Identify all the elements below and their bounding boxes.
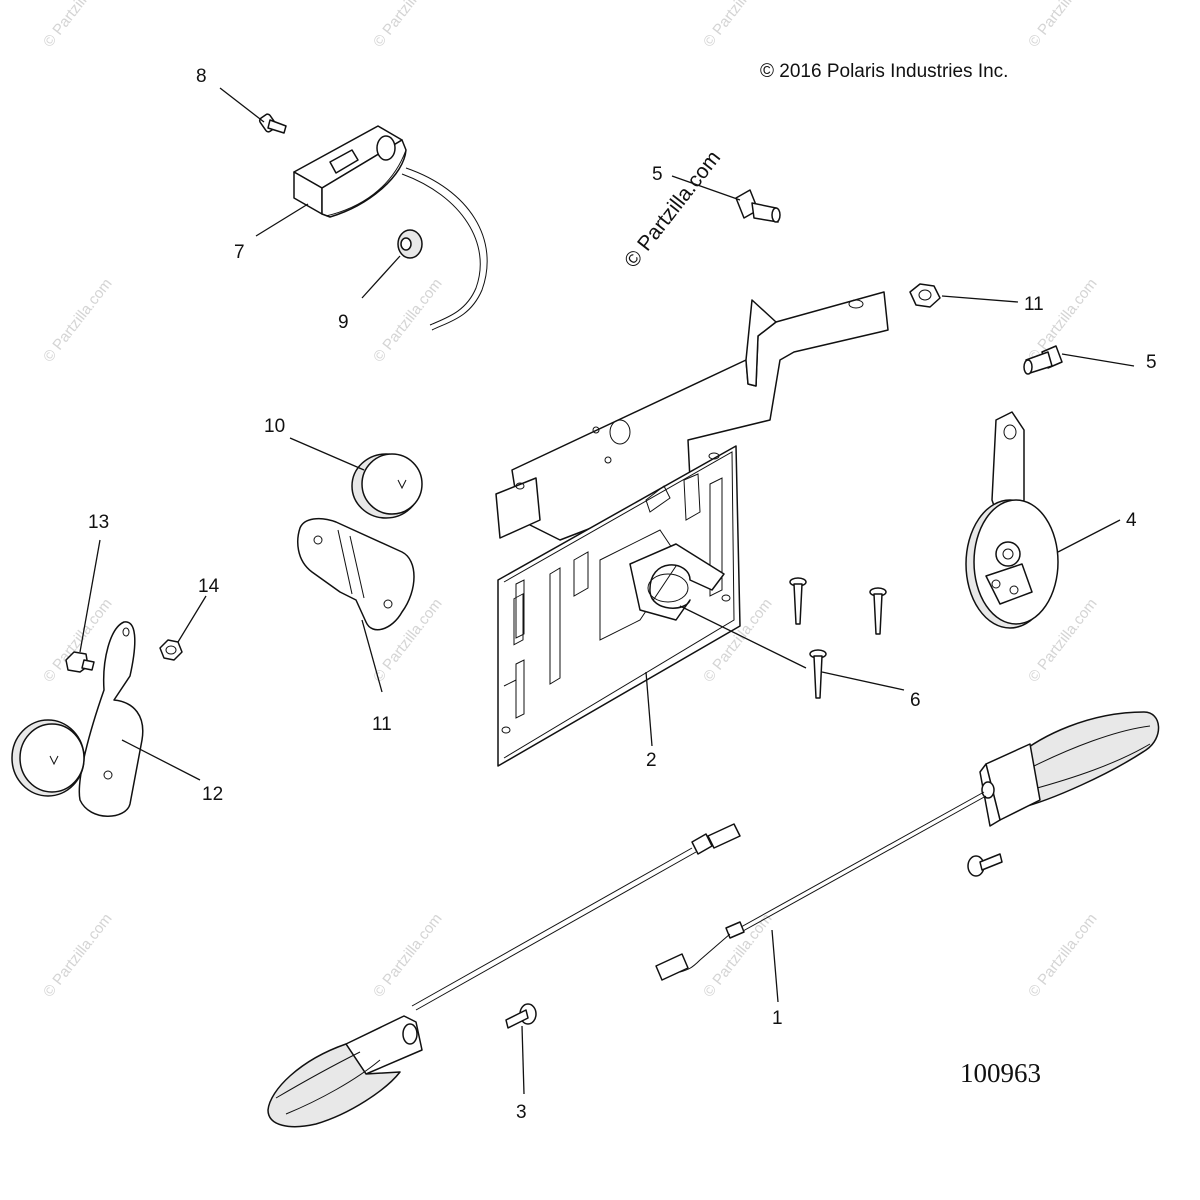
callout-14: 14 (198, 576, 220, 597)
callout-4: 4 (1126, 510, 1137, 531)
callout-1: 1 (772, 1008, 783, 1029)
part-13-screw (65, 651, 95, 673)
part-12-reflector-bracket (11, 621, 144, 817)
part-1-turn-signal-left (267, 823, 741, 1128)
part-4-horn (965, 411, 1059, 629)
callout-11: 11 (1024, 294, 1044, 315)
callout-5: 5 (1146, 352, 1157, 373)
part-11-nut-top (909, 283, 941, 308)
callout-11: 11 (372, 714, 392, 735)
part-11-reflector-bracket (297, 517, 415, 631)
part-6-screws (789, 577, 887, 699)
part-14-nut (159, 639, 183, 661)
part-7-sensor (293, 125, 488, 331)
part-1-turn-signal-right (655, 711, 1160, 981)
callout-3: 3 (516, 1102, 527, 1123)
callout-12: 12 (202, 784, 223, 805)
callout-2: 2 (646, 750, 657, 771)
part-10-cap (351, 453, 423, 519)
part-2-bracket (495, 291, 889, 767)
part-8-screw (258, 113, 287, 134)
part-9-spacer (397, 229, 423, 259)
diagram-number: 100963 (960, 1058, 1041, 1088)
callouts: 8 7 9 5 11 5 10 4 13 14 11 12 2 6 1 3 (88, 66, 1157, 1123)
mounting-screw-right (967, 853, 1003, 877)
callout-13: 13 (88, 512, 109, 533)
callout-6: 6 (910, 690, 921, 711)
callout-9: 9 (338, 312, 349, 333)
copyright-notice: © 2016 Polaris Industries Inc. (760, 61, 1009, 82)
part-5-bolt-top (735, 189, 781, 223)
leader-lines (79, 87, 1135, 1095)
part-5-bolt-right (1023, 345, 1063, 375)
callout-10: 10 (264, 416, 285, 437)
callout-5: 5 (652, 164, 663, 185)
part-3-screw (505, 1003, 537, 1029)
callout-7: 7 (234, 242, 245, 263)
callout-8: 8 (196, 66, 207, 87)
